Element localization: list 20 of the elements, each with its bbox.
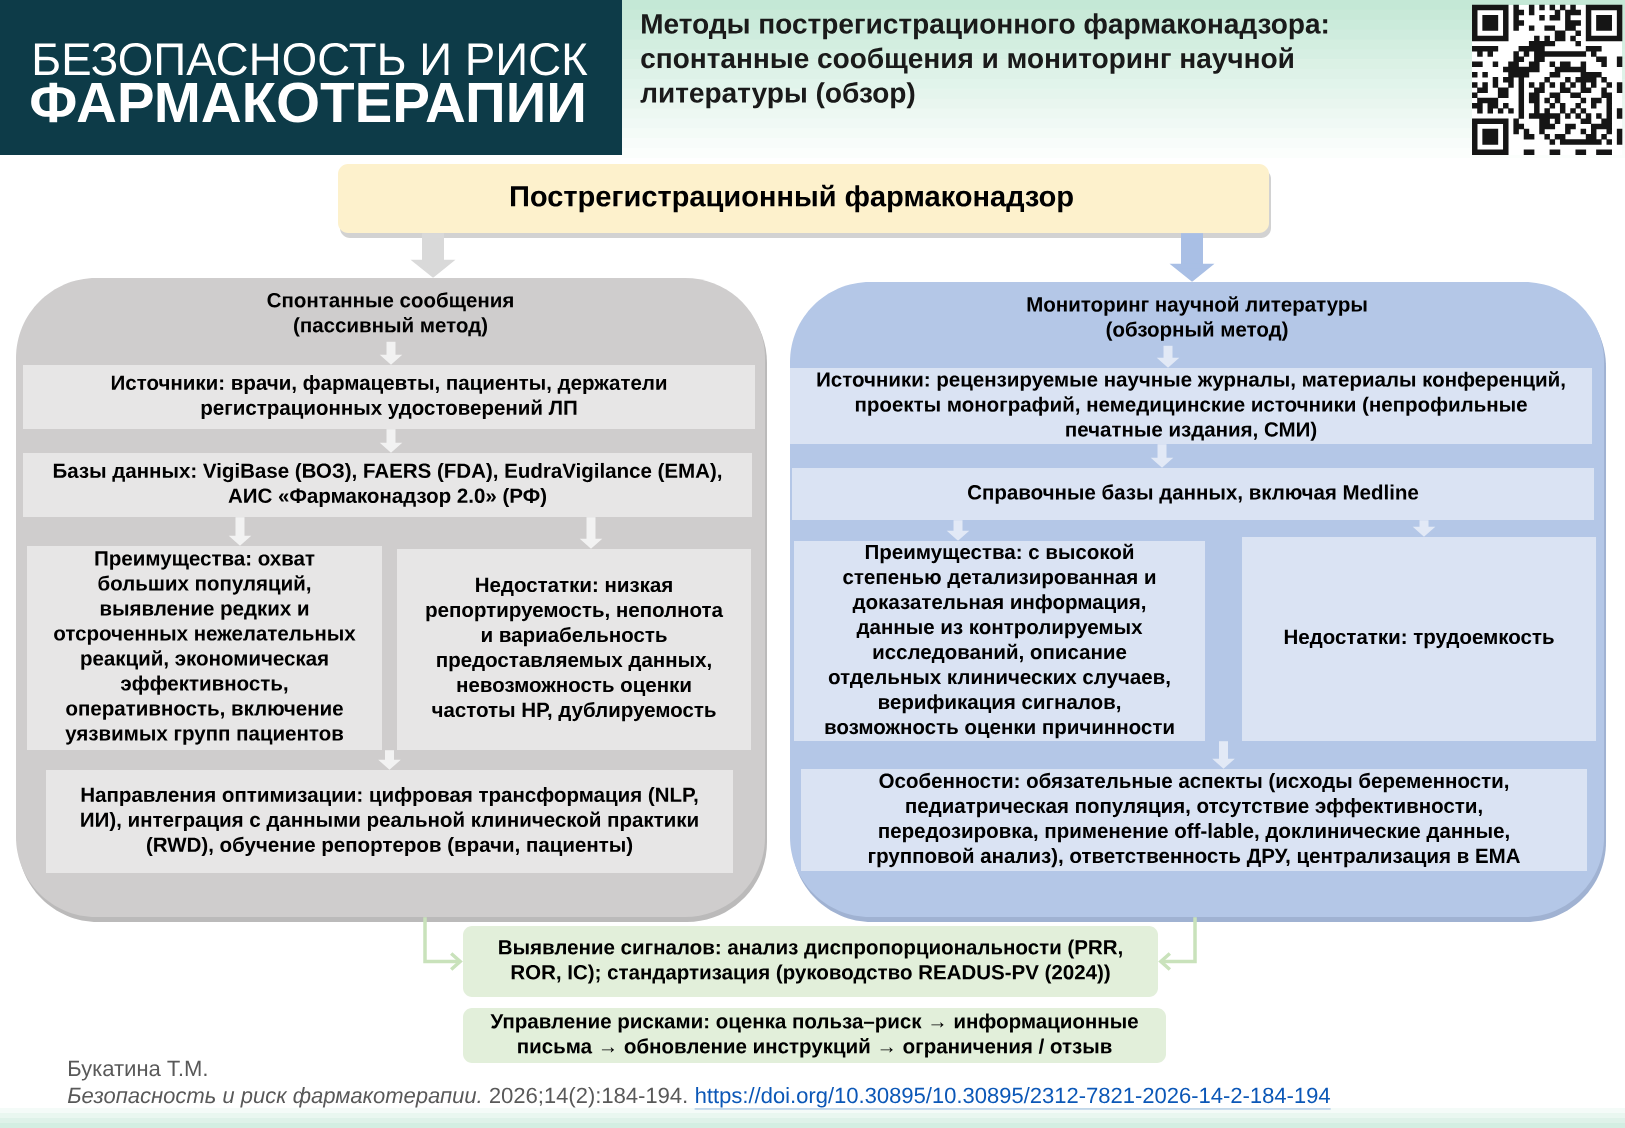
elbow-arrow	[1158, 917, 1197, 971]
journal-banner: БЕЗОПАСНОСТЬ И РИСК ФАРМАКОТЕРАПИИ	[0, 0, 622, 155]
text-box: Особенности: обязательные аспекты (исходы беременности, педиатрическая популяция, отсутствие эффективности, передозировка, применение off-lable, доклинические данные, групповой анализ), ответственность ДРУ, централизация в EMA	[801, 769, 1587, 871]
text-box: Источники: врачи, фармацевты, пациенты, держатели регистрационных удостоверений ЛП	[23, 365, 755, 429]
citation-text: Безопасность и риск фармакотерапии. 2026;14(2):184-194.	[67, 1087, 687, 1108]
author-name: Букатина Т.М.	[69, 1060, 207, 1081]
text-box: Источники: рецензируемые научные журналы, материалы конференций, проекты монографий, немедицинские источники (непрофильные печатные издания, СМИ)	[790, 368, 1592, 444]
text-box: Преимущества: охват больших популяций, выявление редких и отсроченных нежелательных реакций, экономическая эффективность, оперативность, включение уязвимых групп пациентов	[27, 546, 382, 750]
text-box: Справочные базы данных, включая Medline	[792, 468, 1594, 520]
result-box: Управление рисками: оценка польза–риск → информационные письма → обновление инструкций → ограничения / отзыв	[463, 1008, 1166, 1063]
text-box: Недостатки: трудоемкость	[1242, 537, 1596, 741]
result-box: Выявление сигналов: анализ диспропорциональности (PRR, ROR, IC); стандартизация (руководство READUS-PV (2024))	[463, 926, 1158, 997]
doi-link: https://doi.org/10.30895/10.30895/2312-7821-2026-14-2-184-194	[694, 1087, 1331, 1110]
header-box: Пострегистрационный фармаконадзор	[338, 164, 1271, 238]
text-box: Направления оптимизации: цифровая трансформация (NLP, ИИ), интеграция с данными реальной клинической практики (RWD), обучение репортеров (врачи, пациенты)	[46, 770, 733, 873]
elbow-arrow	[423, 917, 463, 971]
text-box: Преимущества: с высокой степенью детализированная и доказательная информация, данные из контролируемых исследований, описание отдельных клинических случаев, верификация сигналов, возможность оценки причинности	[794, 541, 1205, 741]
title: Методы пострегистрационного фармаконадзора: спонтанные сообщения и мониторинг научной литературы (обзор)	[640, 13, 1328, 109]
text-box: Недостатки: низкая репортируемость, неполнота и вариабельность предоставляемых данных, невозможность оценки частоты НР, дублируемость	[397, 549, 751, 750]
text-box: Базы данных: VigiBase (ВОЗ), FAERS (FDA), EudraVigilance (EMA), АИС «Фармаконадзор 2.0» (РФ)	[23, 453, 752, 517]
